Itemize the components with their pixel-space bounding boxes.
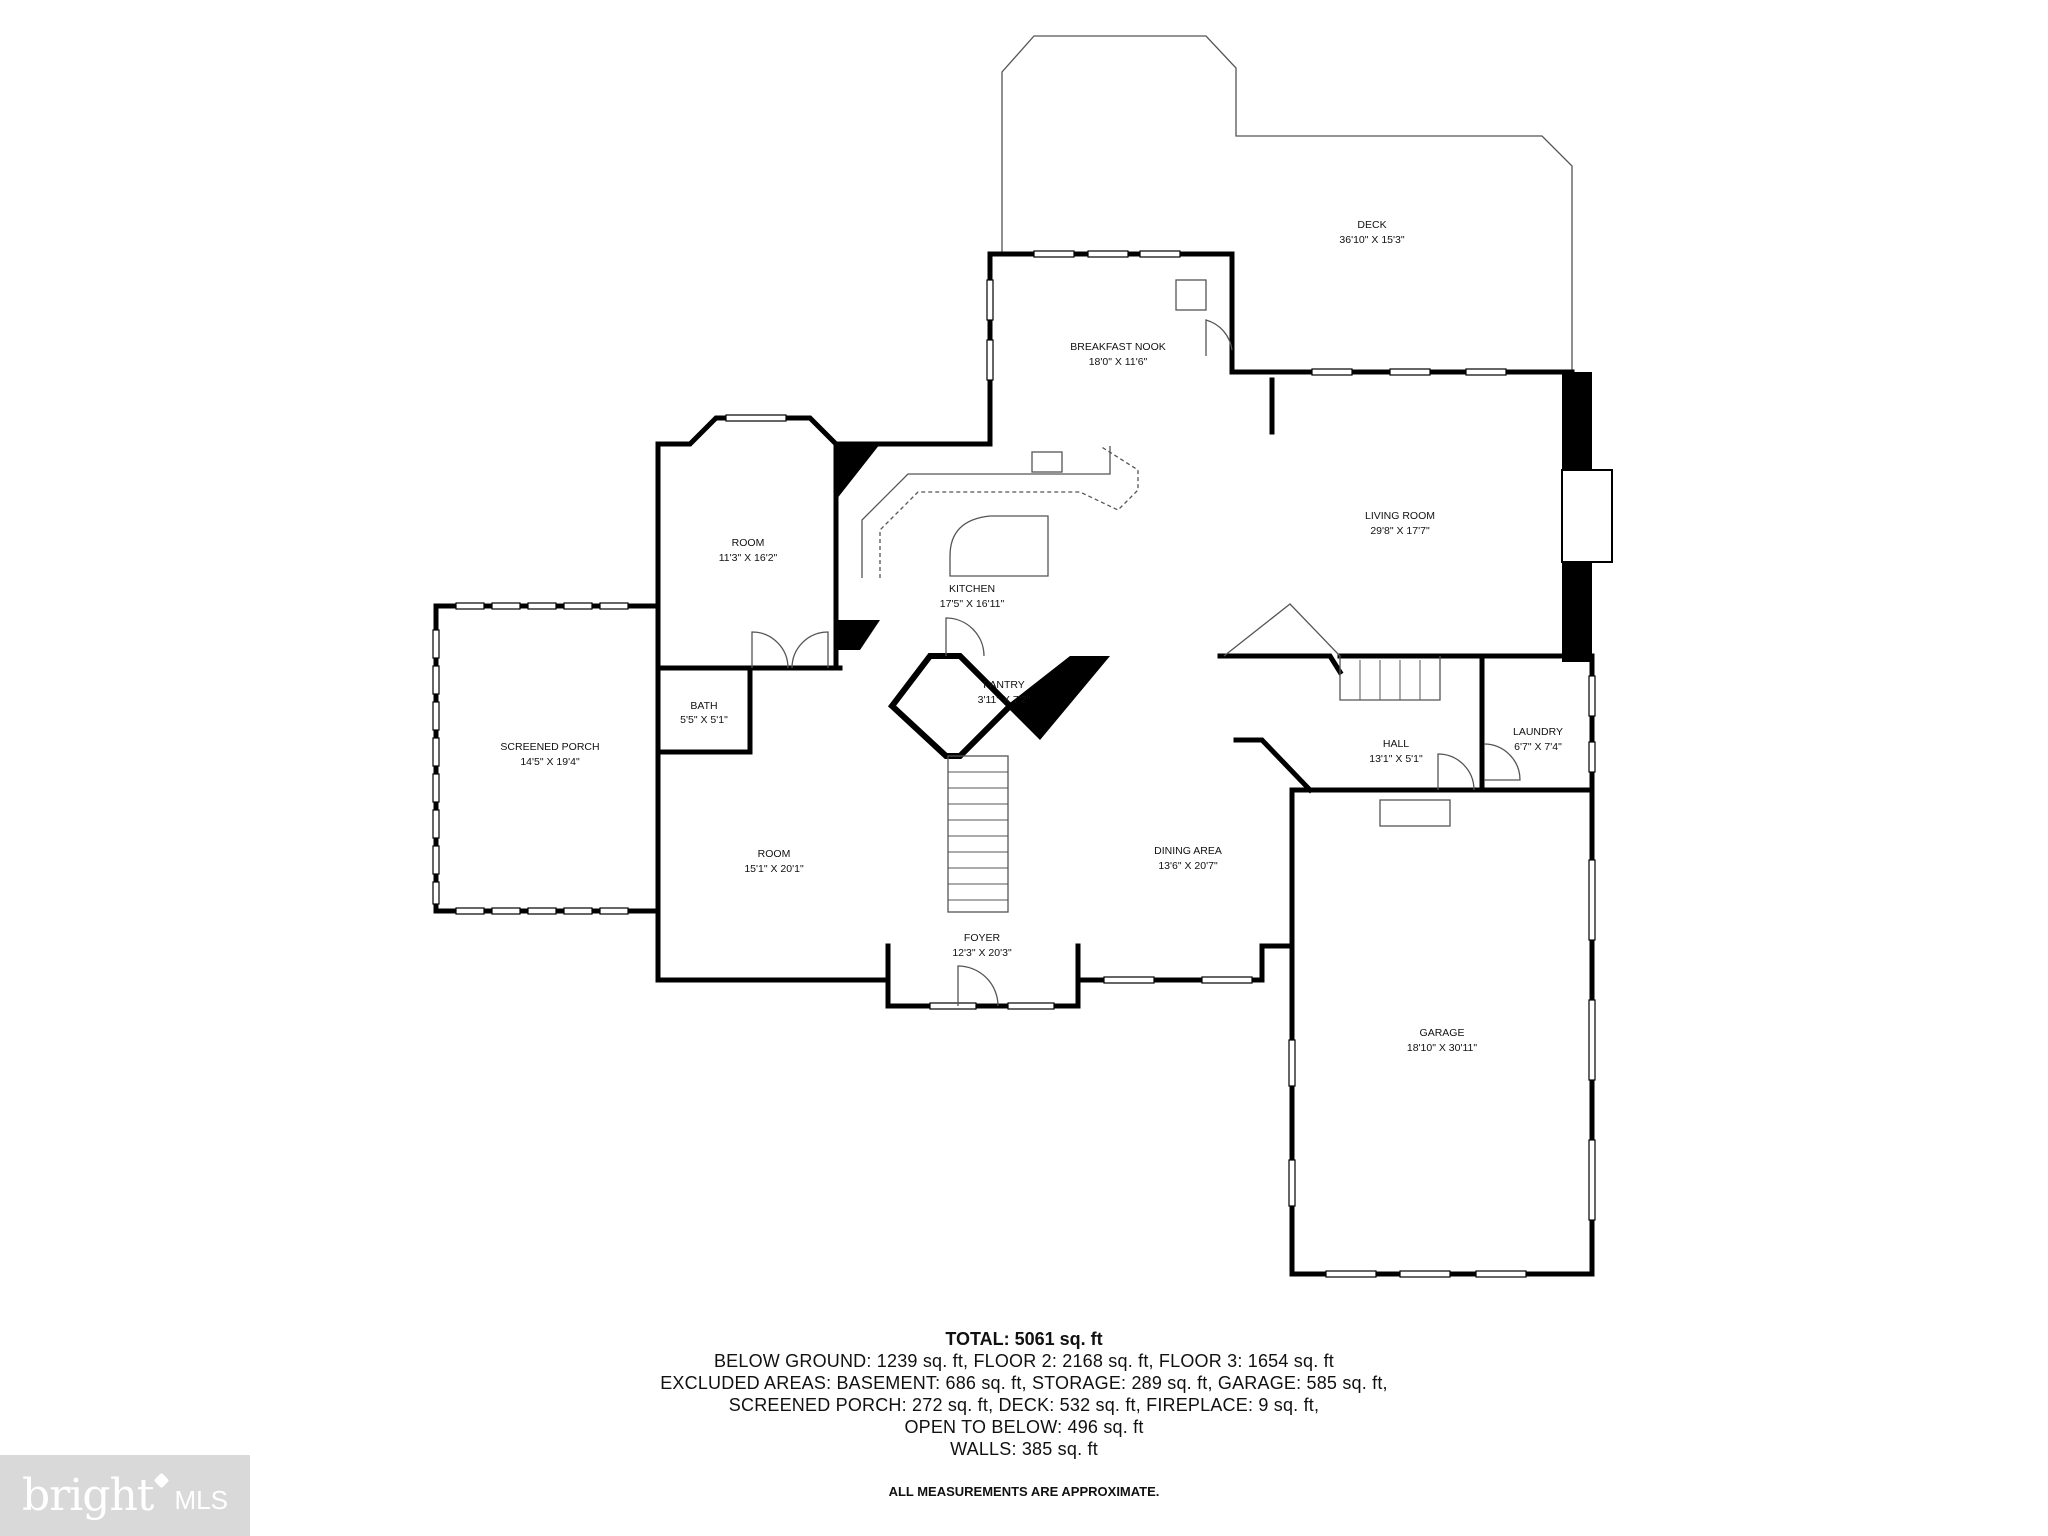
room-dim-breakfast-nook: 18'0" X 11'6" [1089,356,1148,368]
room-name-breakfast-nook: BREAKFAST NOOK [1070,341,1166,353]
room-name-garage: GARAGE [1420,1027,1465,1039]
fireplace [1561,469,1613,563]
doors [751,319,1521,1007]
summary-line-2: EXCLUDED AREAS: BASEMENT: 686 sq. ft, ST… [660,1373,1388,1393]
room-name-laundry: LAUNDRY [1513,726,1563,738]
room-name-room-lower: ROOM [758,848,791,860]
room-name-foyer: FOYER [964,932,1001,944]
room-dim-bath: 5'5" X 5'1" [680,714,728,726]
logo-mls-text: MLS [174,1485,228,1515]
deck-outline [1001,35,1573,372]
room-name-hall: HALL [1383,738,1409,750]
room-name-dining-area: DINING AREA [1154,845,1222,857]
windows [725,250,1596,1278]
room-name-living-room: LIVING ROOM [1365,510,1435,522]
room-dim-kitchen: 17'5" X 16'11" [940,598,1005,610]
room-name-kitchen: KITCHEN [949,583,995,595]
room-dim-screened-porch: 14'5" X 19'4" [520,756,580,768]
room-dim-living-room: 29'8" X 17'7" [1370,525,1430,537]
screened-porch-walls [432,602,659,915]
room-dim-room-upper: 11'3" X 16'2" [719,552,778,564]
kitchen-counters [861,279,1207,578]
summary-line-5: WALLS: 385 sq. ft [950,1439,1098,1459]
bright-mls-logo: bright MLS [0,1455,250,1536]
room-dim-deck: 36'10" X 15'3" [1339,234,1404,246]
room-dim-hall: 13'1" X 5'1" [1369,753,1423,765]
room-dim-pantry: 3'11" X 7'2" [978,694,1031,706]
room-dim-garage: 18'10" X 30'11" [1407,1042,1478,1054]
logo-diamond-icon [153,1472,169,1489]
summary-line-3: SCREENED PORCH: 272 sq. ft, DECK: 532 sq… [728,1395,1320,1415]
room-name-pantry: PANTRY [983,679,1025,691]
room-name-bath: BATH [690,700,717,712]
summary-line-1: BELOW GROUND: 1239 sq. ft, FLOOR 2: 2168… [713,1351,1335,1371]
total-area: TOTAL: 5061 sq. ft [945,1329,1103,1349]
room-name-room-upper: ROOM [732,537,765,549]
room-dim-laundry: 6'7" X 7'4" [1514,741,1562,753]
summary-line-4: OPEN TO BELOW: 496 sq. ft [904,1417,1144,1437]
area-summary: TOTAL: 5061 sq. ft BELOW GROUND: 1239 sq… [424,1328,1624,1460]
room-dim-foyer: 12'3" X 20'3" [952,947,1012,959]
logo-brand-text: bright [22,1470,154,1521]
room-dim-dining-area: 13'6" X 20'7" [1158,860,1218,872]
stairs [947,603,1451,913]
measurement-disclaimer: ALL MEASUREMENTS ARE APPROXIMATE. [888,1484,1160,1499]
room-dim-room-lower: 15'1" X 20'1" [744,863,804,875]
room-name-screened-porch: SCREENED PORCH [500,741,599,753]
room-name-deck: DECK [1357,219,1386,231]
main-walls [655,251,1613,1277]
